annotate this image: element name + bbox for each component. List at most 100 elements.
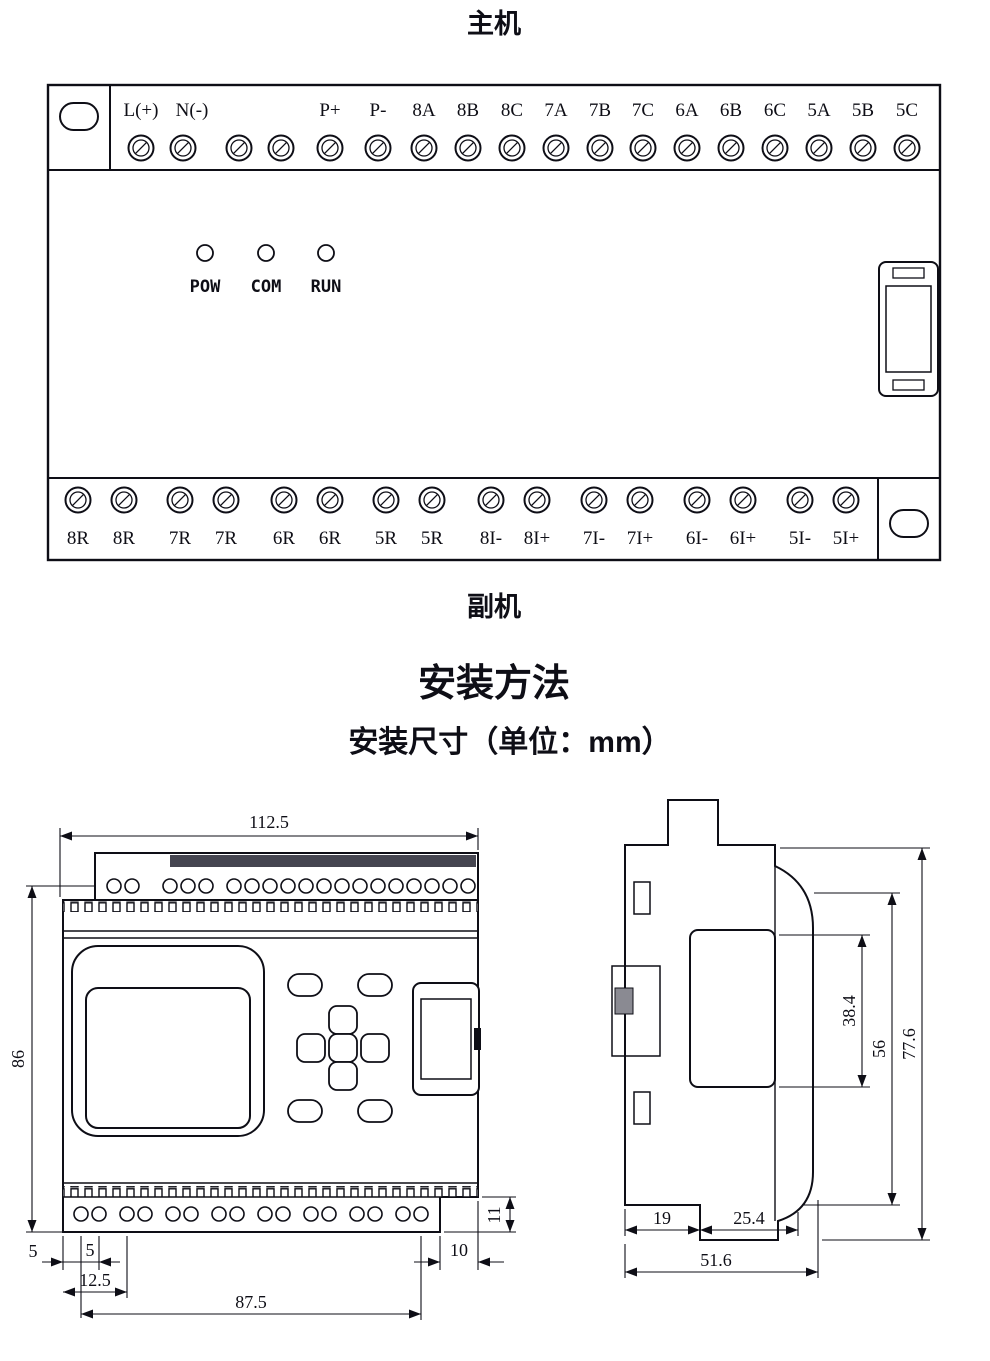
- terminal-label: 8R: [113, 528, 136, 549]
- terminal-label: 6R: [273, 528, 296, 549]
- side-slot-bottom: [633, 1091, 651, 1125]
- dim-overall-depth: 51.6: [624, 1200, 819, 1278]
- terminal-label: 5C: [896, 100, 918, 121]
- connector-outline: [878, 261, 939, 397]
- terminal-label: 6R: [319, 528, 342, 549]
- terminal-label: 6I-: [686, 528, 708, 549]
- down-button: [328, 1061, 358, 1091]
- dim-overall-height-value: 77.6: [899, 1028, 919, 1060]
- terminal-label: 7R: [169, 528, 192, 549]
- screw-terminal: [127, 134, 155, 162]
- top-terminal-labels: L(+) N(-) P+ P- 8A 8B 8C 7A 7B 7C 6A 6B …: [124, 100, 919, 121]
- screw-terminal: [832, 486, 860, 514]
- screw-terminal: [893, 134, 921, 162]
- terminal-label: 8I+: [524, 528, 551, 549]
- screw-terminal: [372, 486, 400, 514]
- terminal-label: 6C: [764, 100, 786, 121]
- keypad: [287, 973, 393, 1123]
- screw-terminal: [270, 486, 298, 514]
- mounting-slot-bottom-right: [889, 509, 929, 538]
- top-plate-shaded-band: [170, 855, 476, 867]
- dim-overall-height: 77.6: [780, 847, 930, 1241]
- bottom-terminal-labels: 8R 8R 7R 7R 6R 6R 5R 5R 8I- 8I+ 7I- 7I+ …: [67, 528, 859, 549]
- dim-right-step-value: 10: [450, 1240, 468, 1260]
- terminal-label: 5I+: [833, 528, 860, 549]
- screw-terminal: [673, 134, 701, 162]
- function-button: [357, 973, 393, 997]
- dim-depths: 19 25.4: [624, 1208, 799, 1236]
- terminal-label: 6A: [675, 100, 699, 121]
- screw-terminal: [316, 134, 344, 162]
- dim-face-height-value: 56: [869, 1040, 889, 1058]
- screw-terminal: [761, 134, 789, 162]
- screw-terminal: [418, 486, 446, 514]
- dim-right-step: 10: [414, 1201, 504, 1270]
- dim-strip-height: 11: [444, 1196, 516, 1233]
- pow-led: [196, 244, 214, 262]
- terminal-label: 5I-: [789, 528, 811, 549]
- dim-hole-span-value: 87.5: [235, 1292, 267, 1312]
- screw-terminal: [454, 134, 482, 162]
- top-vent-serration: [63, 901, 478, 912]
- terminal-label: 6I+: [730, 528, 757, 549]
- expansion-connector: [878, 261, 939, 397]
- screw-terminal: [477, 486, 505, 514]
- terminal-label: 7I+: [627, 528, 654, 549]
- terminal-label: L(+): [124, 100, 159, 121]
- dim-window-height: 38.4: [779, 934, 870, 1088]
- screw-terminal: [805, 134, 833, 162]
- connector-tab-top: [892, 267, 925, 279]
- screw-terminal: [212, 486, 240, 514]
- dim-strip-height-value: 11: [484, 1206, 504, 1223]
- pow-led-label: POW: [190, 277, 221, 297]
- screw-terminal: [786, 486, 814, 514]
- run-led-label: RUN: [311, 277, 342, 297]
- terminal-label: 7I-: [583, 528, 605, 549]
- terminal-label: 8C: [501, 100, 523, 121]
- screw-terminal: [166, 486, 194, 514]
- left-button: [296, 1033, 326, 1063]
- front-connector: [412, 982, 481, 1096]
- display-window: [85, 987, 251, 1129]
- screw-terminal: [110, 486, 138, 514]
- status-leds: POW COM RUN: [190, 244, 342, 297]
- din-rail-clip: [614, 987, 634, 1015]
- terminal-label: 5A: [807, 100, 831, 121]
- dim-hole-pitch-value: 5: [86, 1240, 95, 1260]
- sub-unit-title: 副机: [467, 592, 521, 622]
- screw-terminal: [498, 134, 526, 162]
- terminal-label: 8R: [67, 528, 90, 549]
- screw-terminal: [683, 486, 711, 514]
- screw-terminal: [729, 486, 757, 514]
- dim-overall-depth-value: 51.6: [700, 1250, 732, 1270]
- terminal-label: 8I-: [480, 528, 502, 549]
- side-view-drawing: 77.6 56 38.4 19 25.4: [611, 799, 930, 1278]
- main-unit-title: 主机: [467, 9, 521, 39]
- connector-inner: [885, 285, 932, 373]
- dim-width-value: 112.5: [249, 812, 289, 832]
- dim-height-value: 86: [8, 1050, 28, 1068]
- connector-inner: [420, 998, 472, 1080]
- terminal-label: 7B: [589, 100, 611, 121]
- dim-edge-to-hole-value: 5: [29, 1241, 38, 1261]
- terminal-label: 8B: [457, 100, 479, 121]
- connector-outline: [412, 982, 480, 1096]
- up-button: [328, 1005, 358, 1035]
- screw-terminal: [364, 134, 392, 162]
- terminal-label: 5B: [852, 100, 874, 121]
- screw-terminal: [410, 134, 438, 162]
- dim-window-height-value: 38.4: [839, 995, 859, 1027]
- screw-terminal: [849, 134, 877, 162]
- terminal-label: N(-): [176, 100, 209, 121]
- mounting-slot-top-left: [59, 102, 99, 131]
- terminal-label: 5R: [421, 528, 444, 549]
- connector-nub: [474, 1028, 481, 1050]
- terminal-label: 7C: [632, 100, 654, 121]
- terminal-label: 7R: [215, 528, 238, 549]
- section-title: 安装方法: [418, 663, 570, 705]
- run-led: [317, 244, 335, 262]
- dim-hole-span: 87.5: [81, 1236, 422, 1320]
- dim-edge-offset-value: 12.5: [79, 1270, 111, 1290]
- dim-hole-pitches: 5 5: [29, 1236, 120, 1318]
